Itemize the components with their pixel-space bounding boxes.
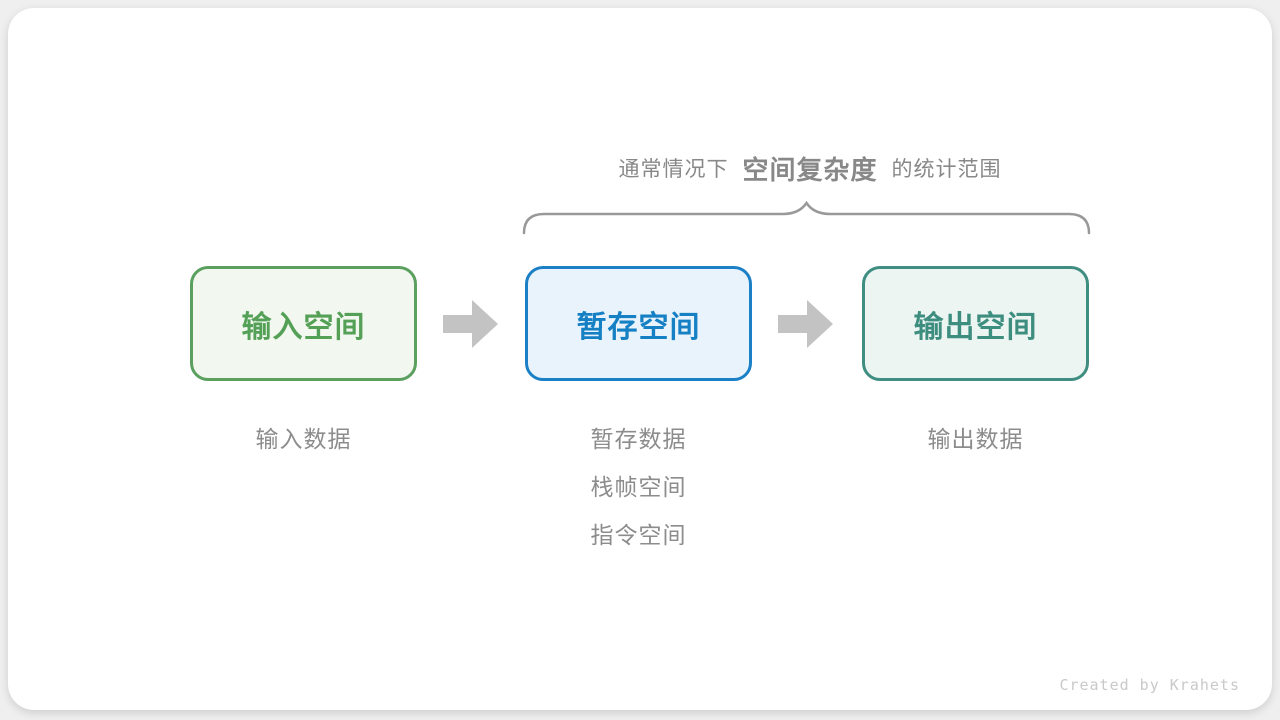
curly-brace-path [522,201,1091,235]
box-input-space: 输入空间 [190,266,417,381]
note-output-data: 输出数据 [862,415,1089,463]
note-input-data: 输入数据 [190,415,417,463]
box-input-space-label: 输入空间 [241,310,366,344]
caption-prefix: 通常情况下 [618,158,729,181]
box-output-space: 输出空间 [862,266,1089,381]
box-output-space-label: 输出空间 [913,310,1038,344]
box-temporary-space: 暂存空间 [525,266,752,381]
note-line: 暂存数据 [590,426,687,452]
arrow-right-shape [778,300,833,348]
box-temporary-space-label: 暂存空间 [576,310,701,344]
note-line: 输入数据 [255,426,352,452]
caption-highlight: 空间复杂度 [742,154,878,185]
note-temporary-data: 暂存数据 栈帧空间 指令空间 [525,415,752,559]
credit-text: Created by Krahets [1059,676,1240,694]
caption: 通常情况下 空间复杂度 的统计范围 [480,148,1140,188]
note-line: 指令空间 [590,522,687,548]
arrow-right-icon [778,300,833,348]
curly-brace-icon [522,201,1091,235]
note-line: 栈帧空间 [590,474,687,500]
arrow-right-shape [443,300,498,348]
caption-suffix: 的统计范围 [891,158,1002,181]
arrow-right-icon [443,300,498,348]
note-line: 输出数据 [927,426,1024,452]
